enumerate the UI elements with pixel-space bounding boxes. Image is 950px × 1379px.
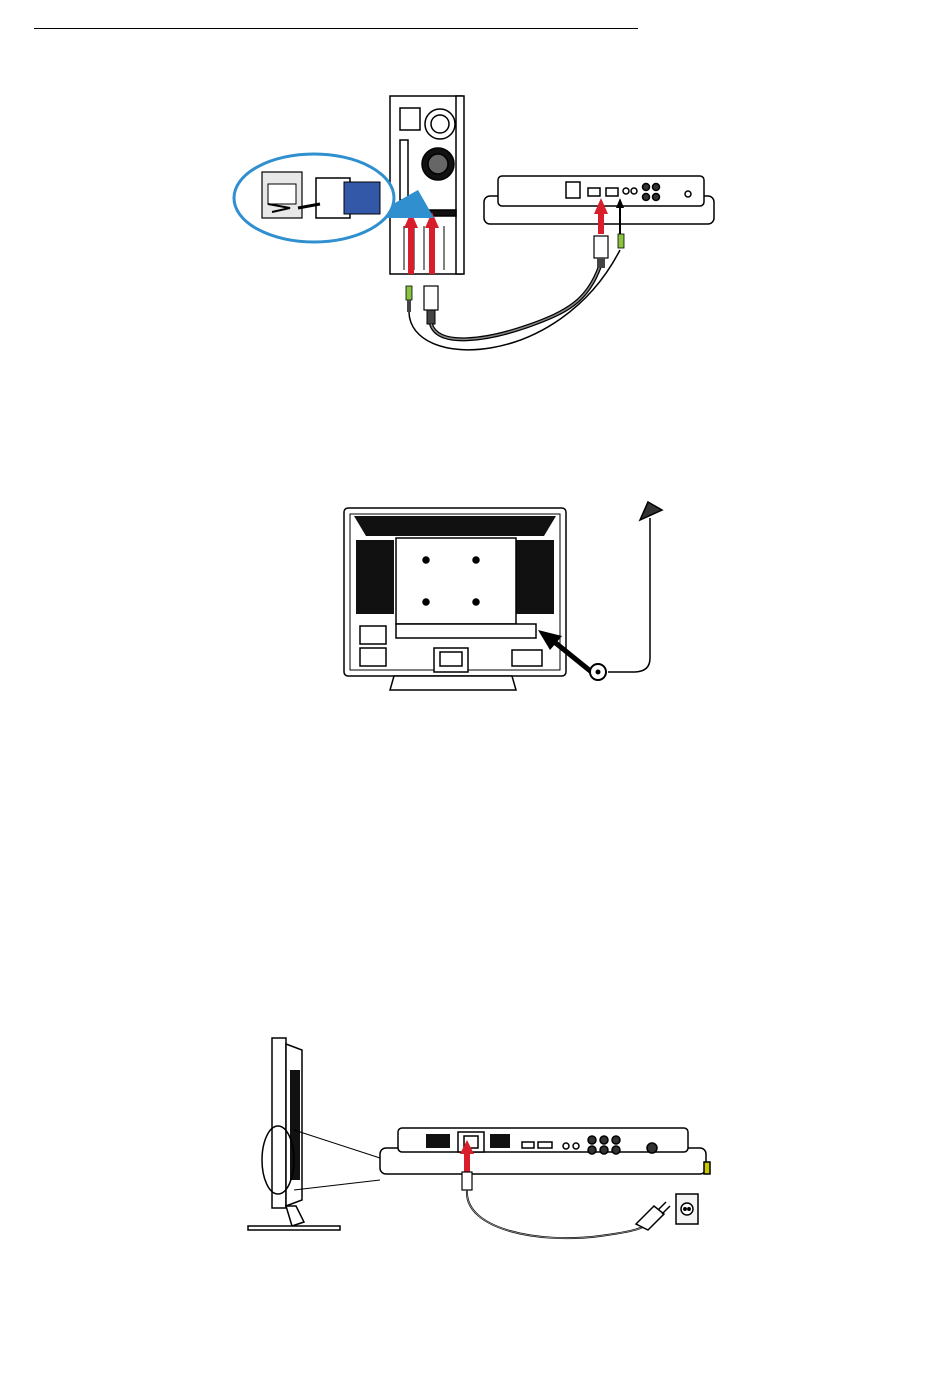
lcd-tv-back-icon <box>344 508 566 690</box>
antenna-icon <box>608 502 662 672</box>
power-cord <box>462 1172 648 1238</box>
vga-cable <box>424 266 600 339</box>
lcd-tv-rear-icon <box>380 1128 710 1174</box>
pc-connection-figure <box>228 90 748 370</box>
coax-plug-icon <box>590 664 606 680</box>
pc-tower-icon <box>390 96 464 274</box>
monitor-side-icon <box>248 1038 340 1230</box>
wall-socket-icon <box>676 1194 698 1224</box>
power-plug-icon <box>636 1202 670 1230</box>
antenna-connection-figure <box>330 492 690 702</box>
header-rule <box>34 28 638 29</box>
power-connection-figure <box>240 1030 720 1240</box>
vga-connector-icon <box>234 154 394 242</box>
zoom-lines <box>294 1130 380 1190</box>
